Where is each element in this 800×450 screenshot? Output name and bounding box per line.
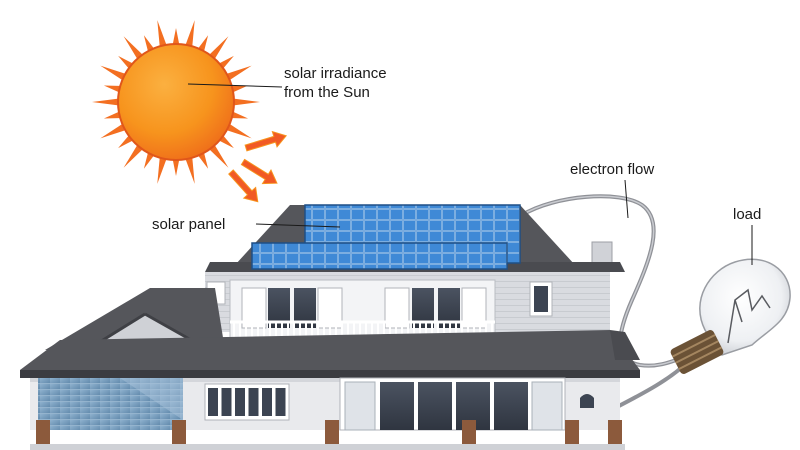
irradiance-arrows <box>228 130 288 203</box>
solar-panel-label: solar panel <box>152 216 226 233</box>
sun-ray <box>223 65 252 82</box>
sun-ray <box>207 36 229 62</box>
sun-label: solar irradiance from the Sun <box>284 64 387 102</box>
sun-ray <box>207 142 229 168</box>
sun-ray <box>157 154 168 184</box>
electron-flow-label-line <box>624 179 629 219</box>
sun-ray <box>157 20 168 50</box>
sun-ray <box>123 142 145 168</box>
sun-ray <box>100 122 129 139</box>
sun-ray <box>184 20 195 50</box>
arrow-icon <box>240 158 278 185</box>
sun-ray <box>172 156 180 176</box>
lower-roof <box>20 330 640 370</box>
house <box>20 204 640 450</box>
solar-panel <box>251 204 521 270</box>
arrow-icon <box>244 130 288 152</box>
light-bulb-icon <box>670 258 791 374</box>
ground-window <box>204 383 290 421</box>
chimney <box>591 241 613 265</box>
sun-ray <box>100 65 129 82</box>
sun-label-line1: solar irradiance <box>284 65 387 82</box>
sun-label-line <box>187 83 283 88</box>
sun-ray <box>92 98 122 106</box>
sliding-doors <box>339 377 566 431</box>
sun-icon <box>92 20 260 184</box>
electron-flow-label: electron flow <box>570 161 655 178</box>
arrow-icon <box>228 169 259 203</box>
load-label: load <box>733 206 762 223</box>
sun-ray <box>184 154 195 184</box>
sun-ray <box>172 28 180 48</box>
sun-ray <box>223 122 252 139</box>
solar-panel-label-line <box>255 223 341 228</box>
sun-ray <box>123 36 145 62</box>
sun-ray <box>230 98 260 106</box>
sun-label-line2: from the Sun <box>284 84 370 101</box>
